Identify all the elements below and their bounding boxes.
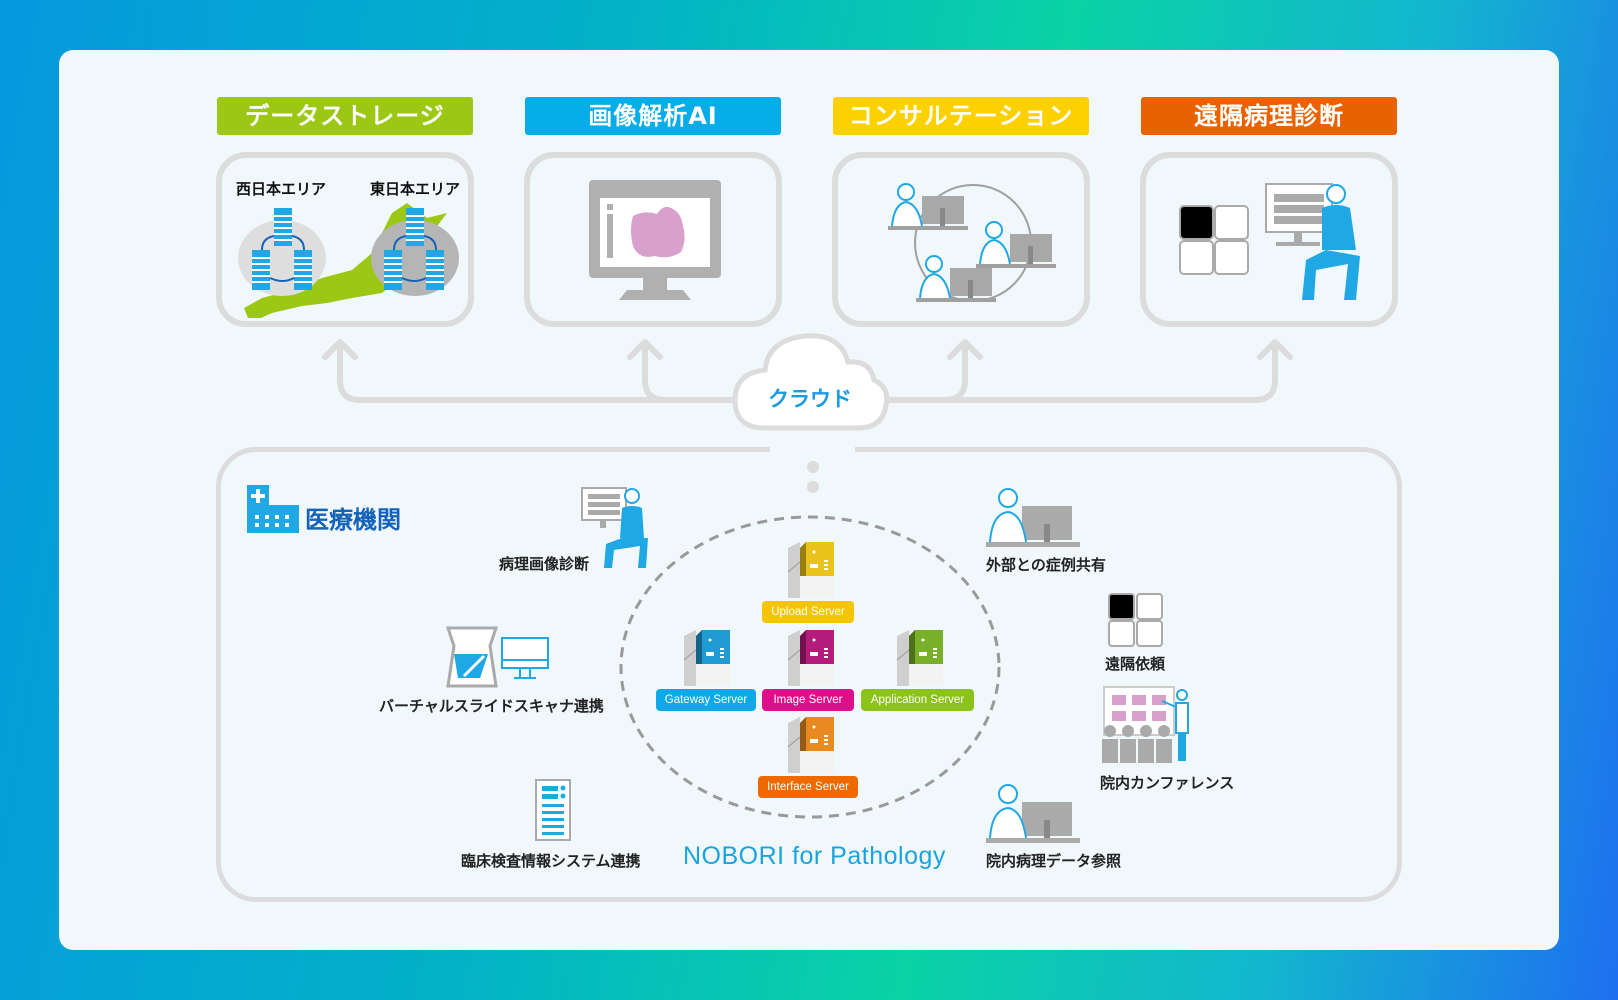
feature-lis-integration: 臨床検査情報システム連携 (461, 852, 641, 870)
category-box-data-storage: 西日本エリア 東日本エリア (216, 152, 474, 327)
doctor-at-pc-icon (986, 784, 1080, 843)
nobori-boundary (619, 515, 1001, 819)
category-box-remote-diagnosis (1140, 152, 1398, 327)
feature-pathology-image-diagnosis: 病理画像診断 (499, 555, 590, 573)
gateway-server-label: Gateway Server (656, 689, 756, 711)
category-label-remote-diagnosis: 遠隔病理診断 (1141, 97, 1397, 135)
org-box-gap (770, 440, 855, 454)
doctor-3 (916, 255, 996, 302)
application-server-label: Application Server (861, 689, 974, 711)
doctor-at-pc-icon (986, 488, 1080, 547)
interface-server-label: Interface Server (758, 776, 858, 798)
feature-remote-request: 遠隔依頼 (1105, 655, 1166, 673)
category-label-data-storage: データストレージ (217, 97, 473, 135)
interface-server-icon (787, 717, 834, 773)
category-label-image-ai: 画像解析AI (525, 97, 781, 135)
image-server-label: Image Server (762, 689, 854, 711)
gateway-server-icon (683, 630, 730, 686)
doctor-1 (888, 183, 968, 230)
japan-map-icon (238, 203, 459, 318)
image-server-icon (787, 630, 834, 686)
product-name: NOBORI for Pathology (683, 842, 946, 870)
feature-external-case-sharing: 外部との症例共有 (986, 556, 1106, 574)
medical-institution-title: 医療機関 (305, 506, 401, 534)
east-japan-label: 東日本エリア (370, 180, 461, 198)
category-box-consultation (832, 152, 1090, 327)
feature-in-hospital-data-reference: 院内病理データ参照 (986, 852, 1122, 870)
feature-in-hospital-conference: 院内カンファレンス (1100, 774, 1235, 792)
conference-icon (1102, 686, 1189, 763)
category-label-consultation: コンサルテーション (833, 97, 1089, 135)
hospital-icon (247, 485, 299, 533)
remote-diagnosis-icon (1179, 183, 1360, 300)
consultation-doctors-icon (888, 183, 1056, 302)
feature-virtual-slide-scanner: バーチャルスライドスキャナ連携 (379, 697, 604, 715)
category-box-image-ai (524, 152, 782, 327)
application-server-icon (896, 630, 943, 686)
cloud-label: クラウド (768, 387, 852, 411)
doctor-2 (976, 221, 1056, 268)
upload-server-label: Upload Server (762, 601, 854, 623)
lis-document-icon (535, 779, 571, 841)
scanner-monitor-icon (445, 626, 549, 688)
grid-squares-icon (1108, 593, 1163, 647)
monitor-tissue-icon (589, 180, 721, 300)
upload-server-icon (787, 542, 834, 598)
doctor-at-monitor-icon (581, 487, 648, 568)
west-japan-label: 西日本エリア (236, 180, 327, 198)
